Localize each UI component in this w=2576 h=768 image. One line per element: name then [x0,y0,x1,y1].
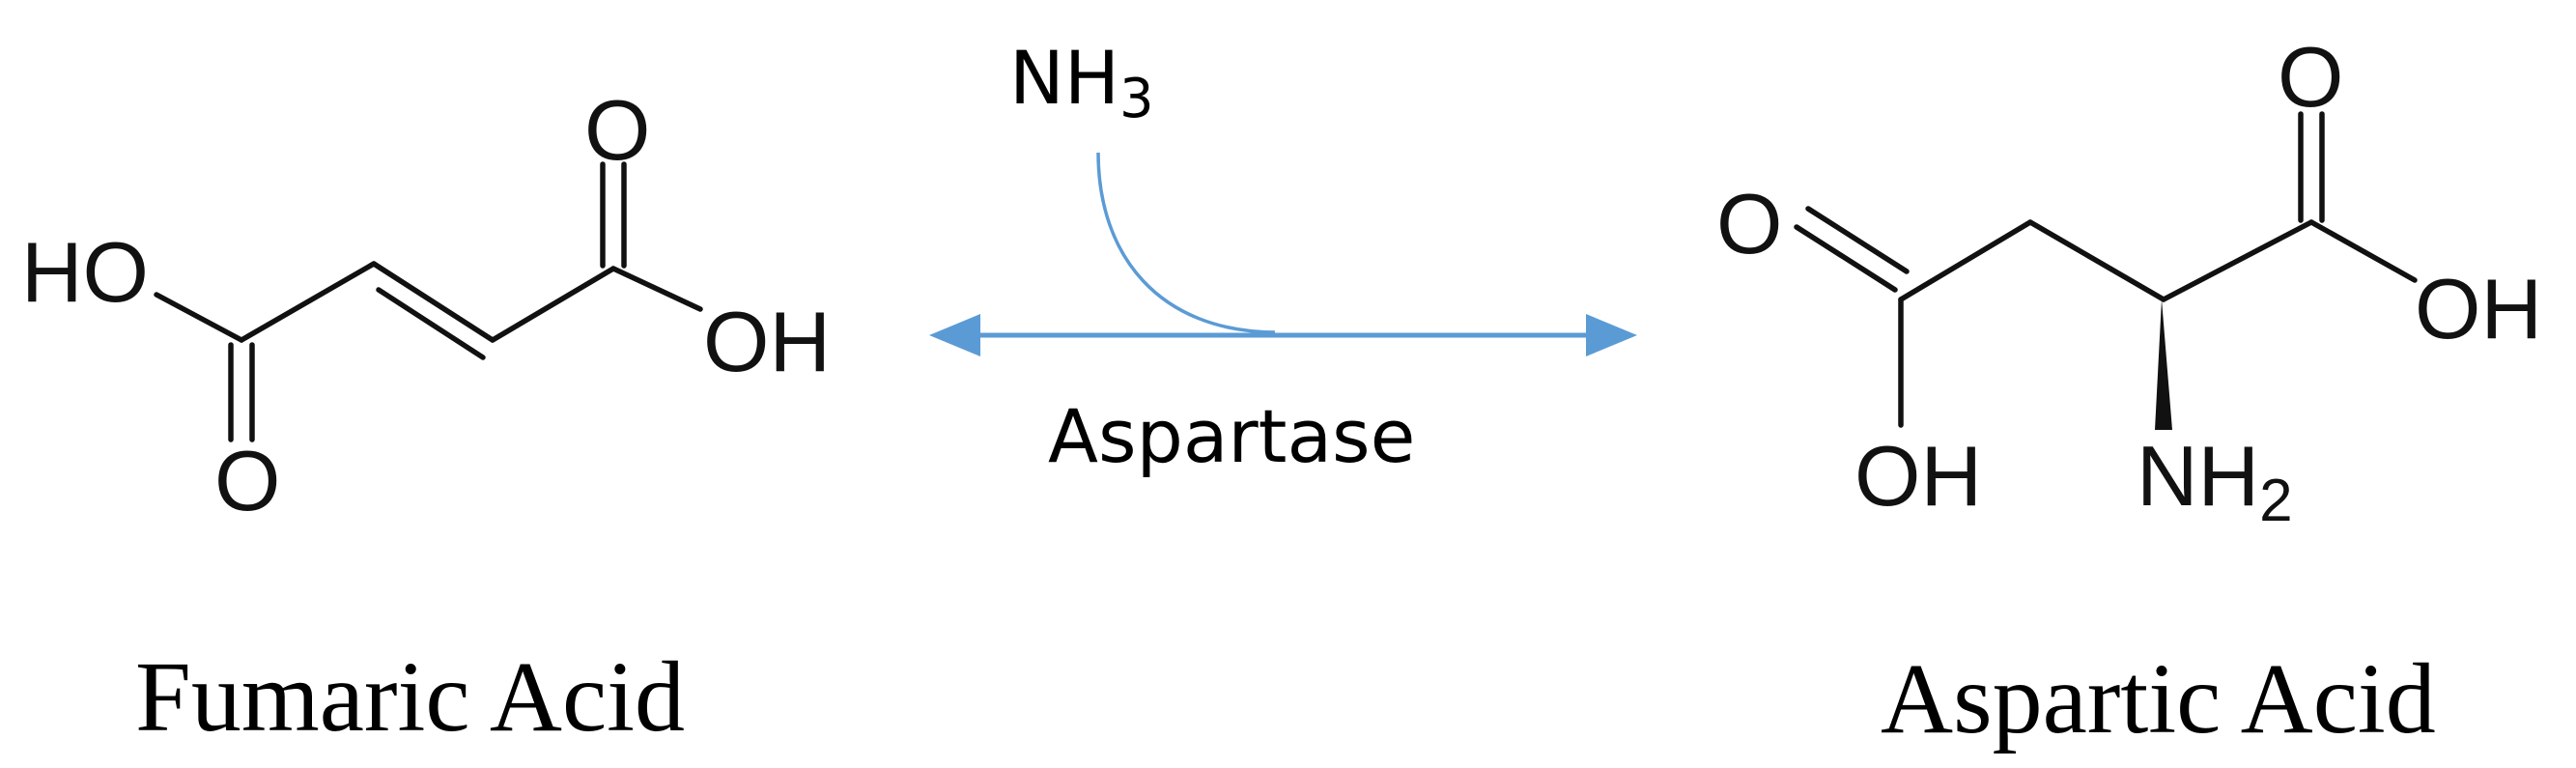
oh-label: OH [703,294,831,389]
bond [1898,219,2033,302]
reagent-label: NH3 [1009,35,1154,130]
reagent-curved-arrow [1096,152,1276,334]
amine-formula: NH [2137,428,2259,524]
oh-label: OH [1854,428,1982,524]
bond [490,266,616,343]
bond [1805,206,1910,274]
oxygen-label: O [584,82,650,178]
reactant-name: Fumaric Acid [135,641,685,753]
left-arrowhead [929,314,980,356]
aspartic-acid-structure: O O OH OH NH2 [1716,29,2542,534]
oh-label: OH [2415,261,2542,356]
reagent-subscript: 3 [1119,68,1154,130]
ho-label: HO [21,224,149,320]
bond [239,261,377,343]
wedge-bond [2155,299,2172,430]
right-arrowhead [1586,314,1637,356]
bond [154,292,244,343]
bond [2308,219,2418,283]
bond [1794,224,1898,293]
oxygen-label: O [1716,176,1782,271]
reagent-formula: NH [1009,35,1119,121]
fumaric-acid-structure: HO OH O O [21,82,831,528]
oxygen-label: O [2278,29,2343,125]
enzyme-label: Aspartase [1048,393,1415,479]
reaction-arrow-group: NH3 Aspartase [929,35,1637,479]
product-name: Aspartic Acid [1881,643,2436,754]
nh2-label: NH2 [2137,428,2293,534]
oxygen-label: O [214,433,280,528]
bond [376,287,486,360]
bond [2161,219,2314,302]
bond [2027,219,2166,302]
bond [371,261,495,343]
bond [610,266,703,312]
amine-subscript: 2 [2259,468,2292,534]
